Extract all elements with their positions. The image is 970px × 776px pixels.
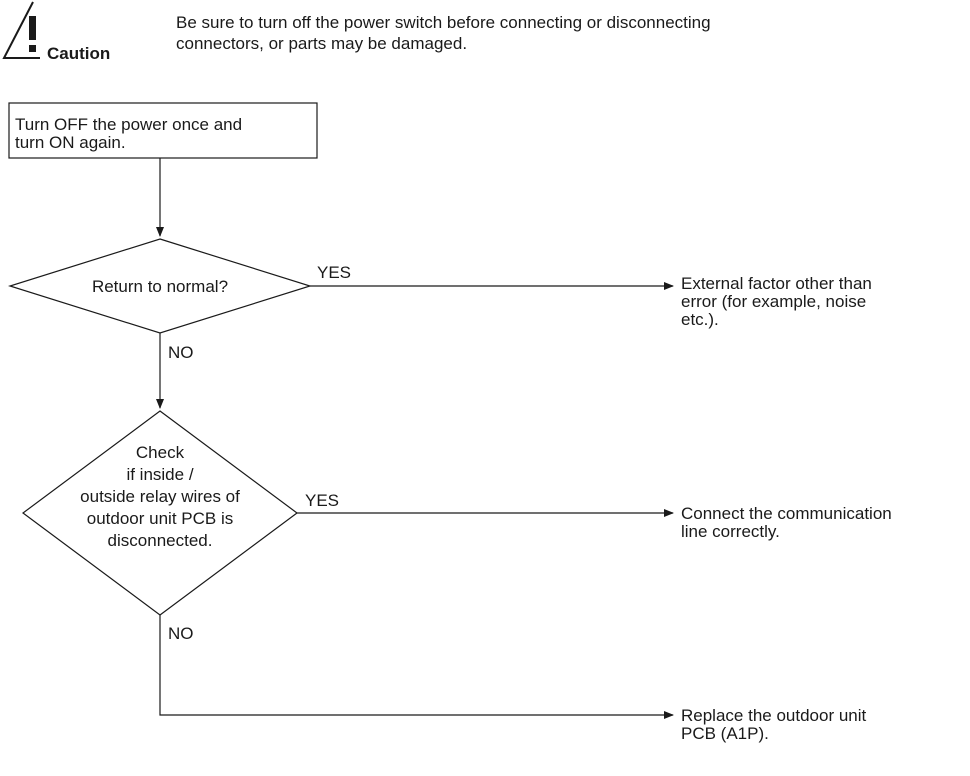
decision2-line1: Check — [135, 443, 185, 462]
start-step-line1: Turn OFF the power once and — [15, 115, 243, 134]
decision2-line3: outside relay wires of — [80, 487, 240, 506]
decision2-yes-label: YES — [305, 491, 340, 510]
result1-line1: External factor other than — [681, 274, 872, 293]
decision1-yes-label: YES — [317, 263, 352, 282]
decision1-no-label: NO — [168, 343, 194, 362]
decision2-line4: outdoor unit PCB is — [86, 509, 234, 528]
decision2-line5: disconnected. — [107, 531, 213, 550]
result1-line3: etc.). — [681, 310, 719, 329]
start-box — [8, 102, 318, 159]
caution-message-line1: Be sure to turn off the power switch bef… — [176, 13, 711, 32]
decision2-no-label: NO — [168, 624, 194, 643]
result2-line1: Connect the communication — [681, 504, 892, 523]
caution-label: Caution — [47, 44, 111, 63]
warning-triangle-icon — [2, 1, 40, 59]
caution-message-line2: connectors, or parts may be damaged. — [176, 34, 468, 53]
result3-line1: Replace the outdoor unit — [681, 706, 867, 725]
start-step-line2: turn ON again. — [15, 133, 126, 152]
result1-line2: error (for example, noise — [681, 292, 867, 311]
decision1-text: Return to normal? — [91, 277, 229, 296]
result3-line2: PCB (A1P). — [681, 724, 769, 743]
result2-line2: line correctly. — [681, 522, 780, 541]
decision2-line2: if inside / — [126, 465, 194, 484]
